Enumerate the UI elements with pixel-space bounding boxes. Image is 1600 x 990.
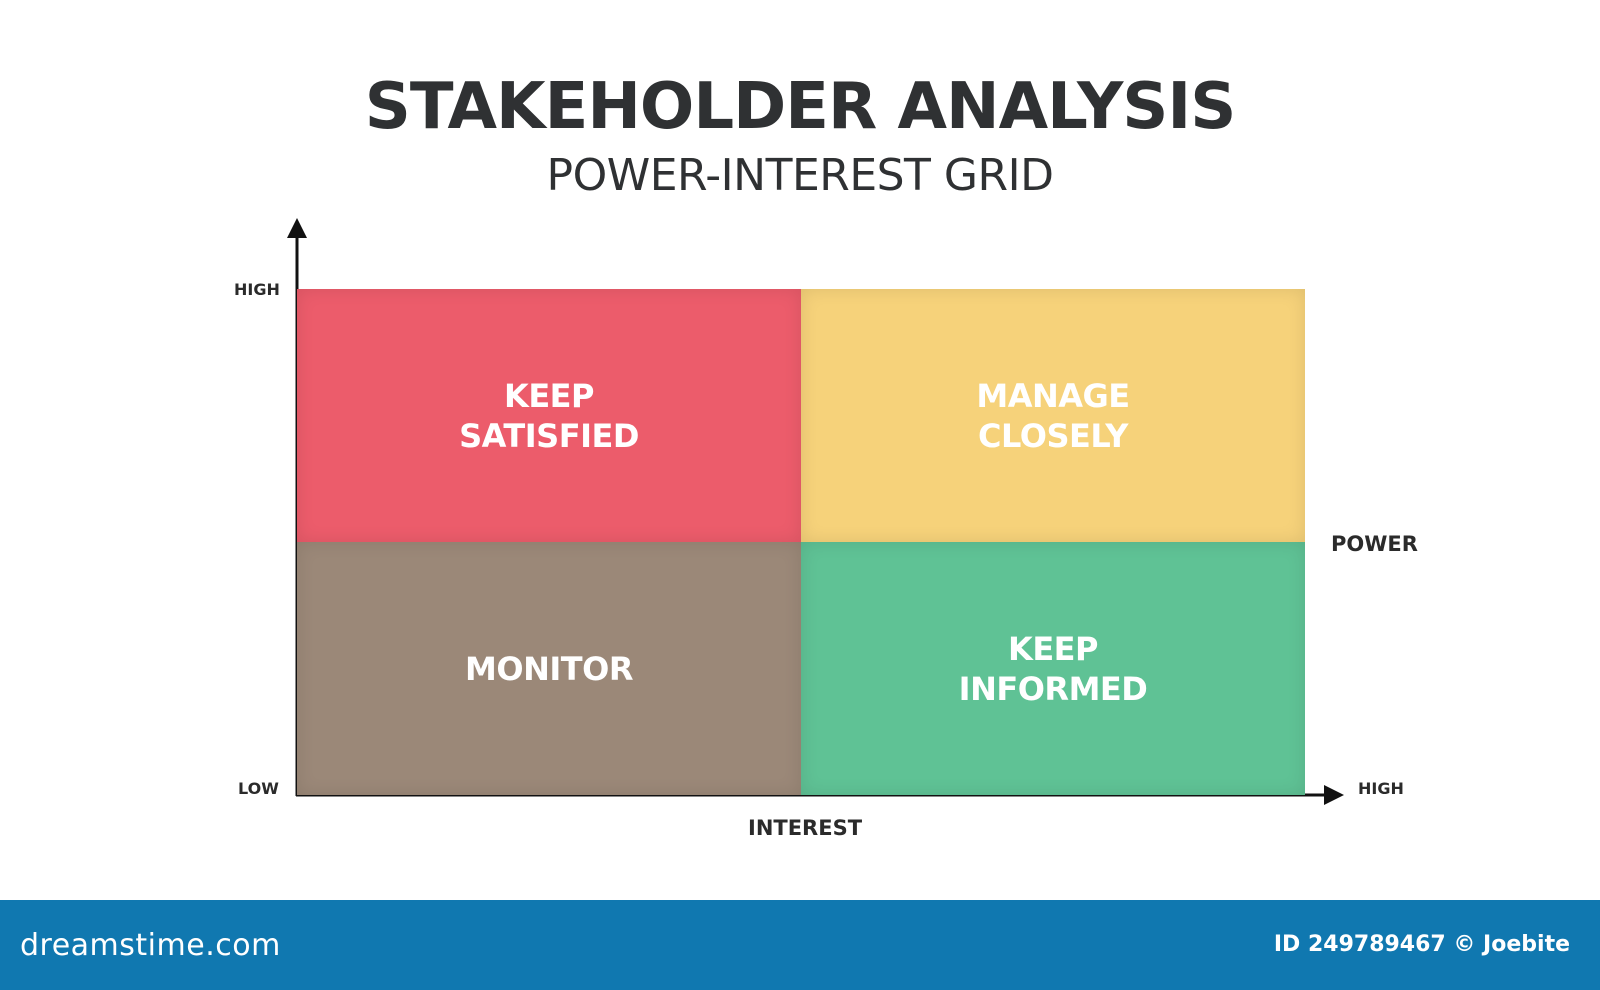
quadrant-manage-closely-line1: MANAGE <box>976 376 1130 415</box>
quadrant-keep-informed-line1: KEEP <box>1008 629 1098 668</box>
quadrant-monitor: MONITOR <box>297 542 801 795</box>
x-axis-high-label: HIGH <box>1358 779 1404 798</box>
x-axis-title: INTEREST <box>748 816 863 840</box>
x-axis-arrowhead <box>1324 785 1344 805</box>
footer-brand: dreamstime.com <box>20 928 281 963</box>
quadrant-keep-satisfied: KEEP SATISFIED <box>297 289 801 542</box>
quadrant-keep-satisfied-line1: KEEP <box>504 376 594 415</box>
quadrant-keep-informed: KEEP INFORMED <box>801 542 1305 795</box>
y-axis-arrowhead <box>287 218 307 238</box>
footer-bar: dreamstime.com ID 249789467 © Joebite <box>0 900 1600 990</box>
y-axis-high-label: HIGH <box>234 280 280 299</box>
quadrant-monitor-line1: MONITOR <box>465 649 633 688</box>
quadrant-manage-closely: MANAGE CLOSELY <box>801 289 1305 542</box>
quadrant-keep-informed-line2: INFORMED <box>958 669 1148 708</box>
page-subtitle: POWER-INTEREST GRID <box>546 150 1054 201</box>
y-axis-low-label: LOW <box>238 779 279 798</box>
y-axis-title: POWER <box>1331 532 1418 556</box>
quadrant-keep-satisfied-line2: SATISFIED <box>459 416 639 455</box>
quadrant-manage-closely-line2: CLOSELY <box>978 416 1128 455</box>
page-title: STAKEHOLDER ANALYSIS <box>364 70 1237 144</box>
footer-credit: ID 249789467 © Joebite <box>1273 932 1570 957</box>
